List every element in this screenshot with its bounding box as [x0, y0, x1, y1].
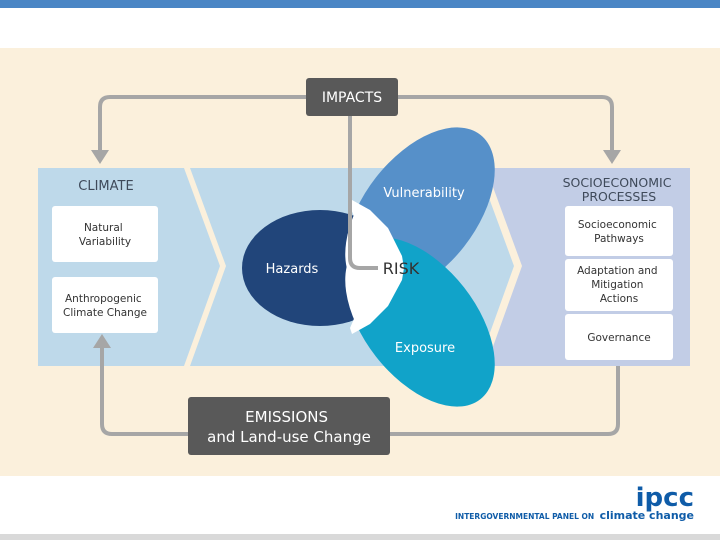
impacts-to-climate-arrow: [98, 95, 312, 152]
footer-bar: [0, 534, 720, 540]
ipcc-logo-mark: ipcc: [636, 483, 694, 513]
socio-to-emissions-arrow: [390, 366, 620, 436]
anthropogenic-climate-change-label: Anthropogenic Climate Change: [63, 293, 147, 319]
emissions-to-climate-arrow: [100, 348, 188, 436]
risk-to-impacts-arrow: [348, 114, 378, 270]
ipcc-logo: ipcc INTERGOVERNMENTAL PANEL ON climate …: [455, 483, 694, 522]
emissions-box: [188, 397, 390, 455]
governance-box: [565, 314, 673, 360]
top-accent-bar: [0, 0, 720, 8]
impacts-label: IMPACTS: [322, 90, 382, 106]
anthropogenic-climate-change-box: [52, 277, 158, 333]
socioeconomic-title: SOCIOECONOMIC PROCESSES: [563, 175, 676, 204]
impacts-to-climate-arrowhead: [91, 150, 109, 164]
ipcc-logo-tagline-a: INTERGOVERNMENTAL PANEL ON: [455, 512, 594, 521]
natural-variability-label: Natural Variability: [79, 222, 131, 248]
impacts-box: [306, 78, 398, 116]
adaptation-mitigation-label: Adaptation and Mitigation Actions: [577, 265, 661, 305]
impacts-to-socio-arrowhead: [603, 150, 621, 164]
governance-label: Governance: [587, 332, 650, 344]
ipcc-logo-tagline: INTERGOVERNMENTAL PANEL ON climate chang…: [455, 509, 694, 522]
emissions-label: EMISSIONS and Land-use Change: [207, 408, 371, 446]
risk-label: RISK: [383, 259, 420, 278]
socioeconomic-pathways-box: [565, 206, 673, 256]
natural-variability-box: [52, 206, 158, 262]
footer: [0, 476, 720, 540]
exposure-label: Exposure: [395, 341, 455, 356]
emissions-to-climate-arrowhead: [93, 334, 111, 348]
climate-band: [38, 168, 220, 366]
vulnerability-label: Vulnerability: [383, 186, 465, 201]
climate-title: CLIMATE: [78, 179, 133, 194]
impacts-to-socio-arrow: [398, 95, 614, 152]
socioeconomic-pathways-label: Socioeconomic Pathways: [578, 219, 660, 245]
ipcc-logo-tagline-b: climate change: [600, 509, 694, 522]
adaptation-mitigation-box: [565, 259, 673, 311]
hazards-label: Hazards: [266, 262, 319, 277]
